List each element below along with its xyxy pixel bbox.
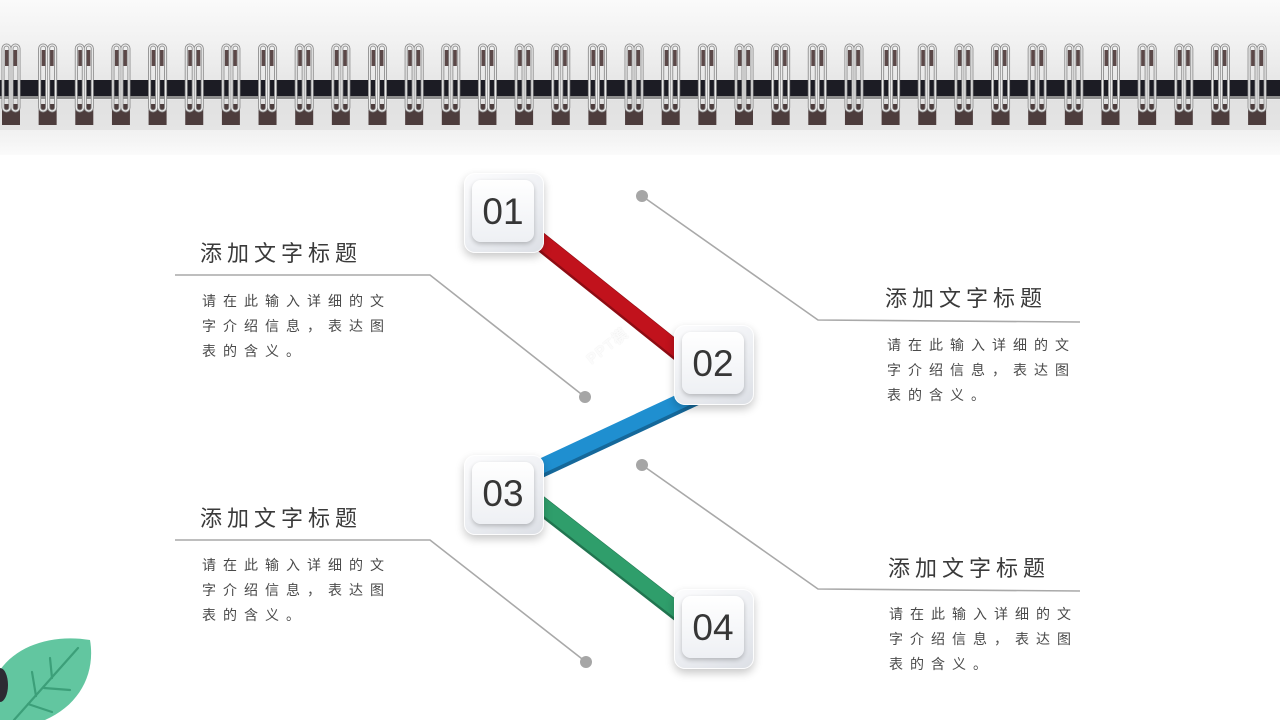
leader-dot-4 xyxy=(636,459,648,471)
text-block-3-description: 请在此输入详细的文字介绍信息，表达图表的含义。 xyxy=(202,558,391,624)
binding-ring xyxy=(1210,43,1230,125)
binding-ring xyxy=(1247,43,1267,125)
text-block-3-title: 添加文字标题 xyxy=(200,507,363,532)
binding-ring xyxy=(368,43,387,125)
binding-ring xyxy=(258,43,278,125)
text-block-2-description: 请在此输入详细的文字介绍信息，表达图表的含义。 xyxy=(887,338,1076,404)
binding-ring xyxy=(331,43,351,125)
step-box-01: 01 xyxy=(464,173,544,253)
binding-band-edge xyxy=(0,96,1280,99)
text-block-2-title: 添加文字标题 xyxy=(885,287,1048,312)
binding-ring xyxy=(74,43,94,125)
leaf-icon xyxy=(0,638,92,720)
leader-dot-1 xyxy=(579,391,591,403)
binding-ring xyxy=(1027,43,1047,125)
step-box-02: 02 xyxy=(674,325,754,405)
binding-ring xyxy=(148,43,168,125)
binding-ring xyxy=(771,43,791,125)
leader-dot-3 xyxy=(580,656,592,668)
text-block-4-title: 添加文字标题 xyxy=(888,557,1051,582)
binding-ring xyxy=(991,43,1011,125)
leader-line-4 xyxy=(641,464,1081,592)
binding-ring xyxy=(624,43,644,125)
binding-ring xyxy=(1137,43,1157,125)
step-number: 02 xyxy=(682,332,744,394)
text-block-1-title: 添加文字标题 xyxy=(200,242,363,267)
leader-dot-2 xyxy=(636,190,648,202)
binding-band xyxy=(0,80,1280,96)
binding-ring xyxy=(917,43,937,125)
leader-line-2 xyxy=(641,195,1081,323)
binding-ring xyxy=(441,43,461,125)
binding-ring xyxy=(404,43,424,125)
binding-ring xyxy=(1,43,21,125)
text-block-4-description: 请在此输入详细的文字介绍信息，表达图表的含义。 xyxy=(889,607,1078,673)
character-hair xyxy=(0,668,8,702)
binding-ring xyxy=(881,43,901,125)
binding-rings xyxy=(1,43,1267,125)
binding-ring xyxy=(954,43,974,125)
step-box-03: 03 xyxy=(464,455,544,535)
text-block-1-description: 请在此输入详细的文字介绍信息，表达图表的含义。 xyxy=(202,294,391,360)
binding-ring xyxy=(221,43,241,125)
step-number: 04 xyxy=(682,596,744,658)
binding-ring xyxy=(38,43,58,125)
leader-line-3 xyxy=(175,539,587,663)
step-number: 01 xyxy=(472,180,534,242)
binding-ring xyxy=(587,43,607,125)
binding-ring xyxy=(111,43,131,125)
binding-ring xyxy=(551,43,571,125)
leaf-decoration xyxy=(0,638,92,720)
binding-ring xyxy=(514,43,534,125)
connector-bar-01-02 xyxy=(515,218,705,374)
binding-ring xyxy=(1101,43,1120,125)
binding-ring xyxy=(661,43,681,125)
step-box-04: 04 xyxy=(674,589,754,669)
leaf-veins xyxy=(12,646,80,720)
leader-line-1 xyxy=(175,274,586,398)
binding-ring xyxy=(734,43,754,125)
binding-ring xyxy=(294,43,314,125)
step-number: 03 xyxy=(472,462,534,524)
binding-ring xyxy=(807,43,827,125)
spiral-binding xyxy=(0,43,1280,130)
binding-ring xyxy=(844,43,864,125)
binding-ring xyxy=(1064,43,1084,125)
binding-ring xyxy=(184,43,204,125)
binding-ring xyxy=(477,43,497,125)
binding-ring xyxy=(697,43,717,125)
connector-bar-03-04 xyxy=(510,478,705,634)
binding-ring xyxy=(1174,43,1194,125)
